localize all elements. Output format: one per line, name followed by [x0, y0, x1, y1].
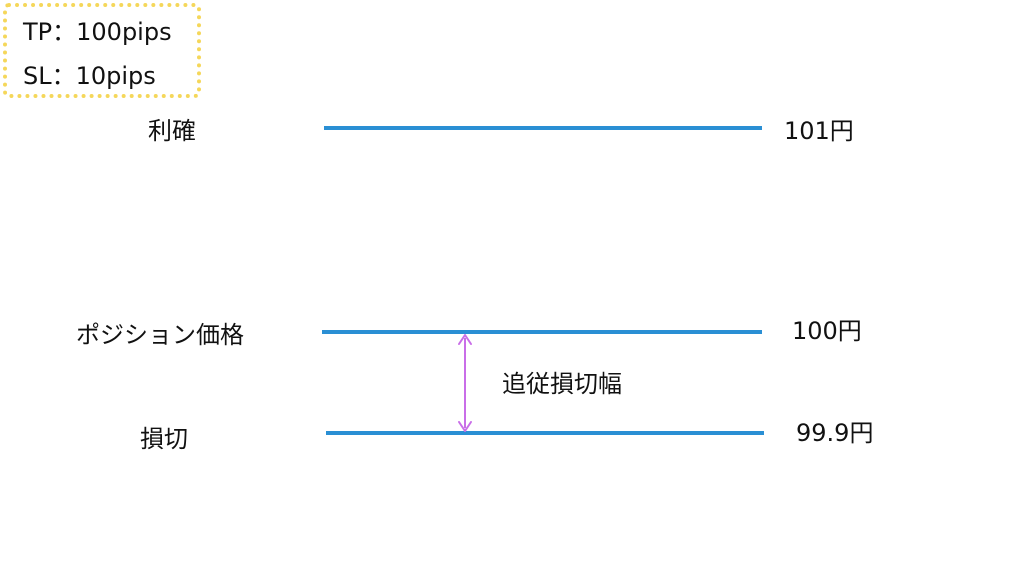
- sl-info-text: SL：10pips: [23, 62, 156, 90]
- trailing-stop-width-arrow: [458, 334, 472, 432]
- take-profit-label: 利確: [148, 117, 196, 145]
- tp-info-text: TP：100pips: [23, 18, 172, 46]
- take-profit-price: 101円: [784, 117, 854, 145]
- entry-price-value: 100円: [792, 317, 862, 345]
- entry-price-label: ポジション価格: [76, 321, 244, 349]
- tp-sl-info-box: TP：100pips SL：10pips: [3, 3, 201, 98]
- stop-loss-price: 99.9円: [796, 419, 874, 447]
- stop-loss-label: 損切: [140, 425, 188, 453]
- trailing-stop-width-label: 追従損切幅: [502, 370, 622, 398]
